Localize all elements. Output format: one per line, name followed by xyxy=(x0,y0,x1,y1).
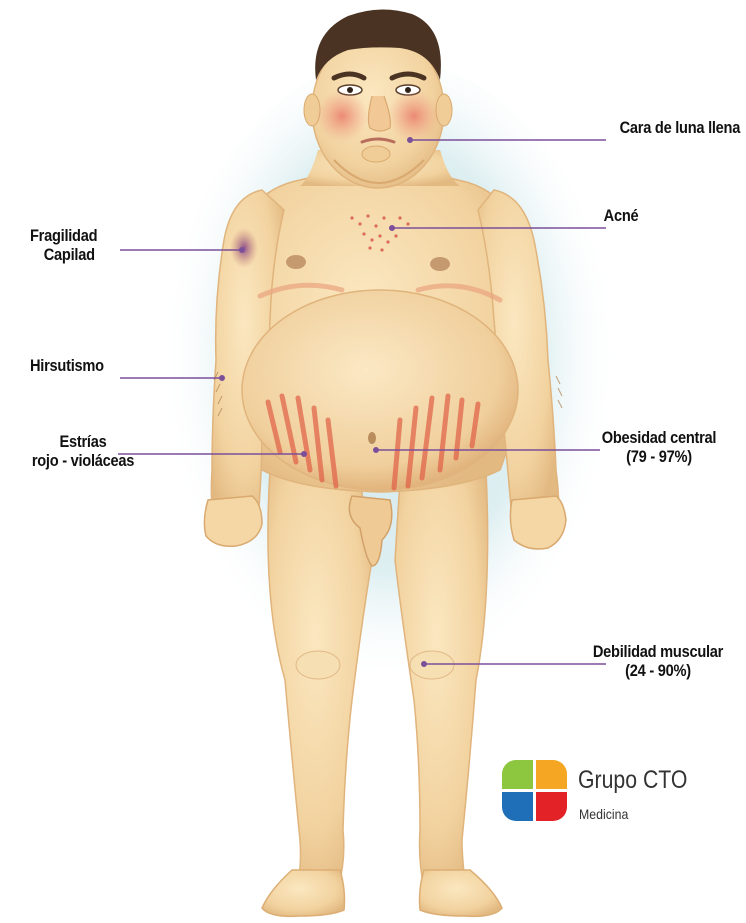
right-knee xyxy=(410,651,454,679)
label-debilidad-muscular: Debilidad muscular (24 - 90%) xyxy=(586,642,730,680)
label-line: Estrías xyxy=(19,432,148,451)
navel xyxy=(368,432,376,444)
label-line: Capilad xyxy=(30,245,97,264)
right-foot xyxy=(420,870,503,916)
left-foot xyxy=(262,870,345,916)
label-line: Acné xyxy=(603,206,638,225)
label-line: rojo - violáceas xyxy=(19,451,148,470)
label-line: Fragilidad xyxy=(30,226,97,245)
label-acne: Acné xyxy=(603,206,638,225)
label-line: Obesidad central xyxy=(595,428,724,447)
grupo-cto-logo: Grupo CTO Medicina xyxy=(502,760,712,828)
logo-subtitle: Medicina xyxy=(579,806,628,822)
label-line: Cara de luna llena xyxy=(620,118,740,137)
label-line: Debilidad muscular xyxy=(586,642,730,661)
logo-square-orange xyxy=(536,760,567,789)
left-fist xyxy=(204,496,262,546)
logo-square-red xyxy=(536,792,567,821)
chin xyxy=(362,146,390,162)
label-line: Hirsutismo xyxy=(30,356,104,375)
belly xyxy=(242,290,518,490)
label-line: (79 - 97%) xyxy=(595,447,724,466)
nipple xyxy=(430,257,450,271)
logo-brand-name: Grupo CTO xyxy=(578,766,687,795)
left-knee xyxy=(296,651,340,679)
label-cara-de-luna-llena: Cara de luna llena xyxy=(620,118,740,137)
label-fragilidad-capilad: Fragilidad Capilad xyxy=(30,226,97,264)
logo-square-green xyxy=(502,760,533,789)
label-hirsutismo: Hirsutismo xyxy=(30,356,104,375)
right-fist xyxy=(510,496,566,549)
nipple xyxy=(286,255,306,269)
label-line: (24 - 90%) xyxy=(586,661,730,680)
logo-square-blue xyxy=(502,792,533,821)
label-obesidad-central: Obesidad central (79 - 97%) xyxy=(595,428,724,466)
cheek-flush xyxy=(316,90,368,142)
label-estrias: Estrías rojo - violáceas xyxy=(19,432,148,470)
cheek-flush xyxy=(388,90,440,142)
